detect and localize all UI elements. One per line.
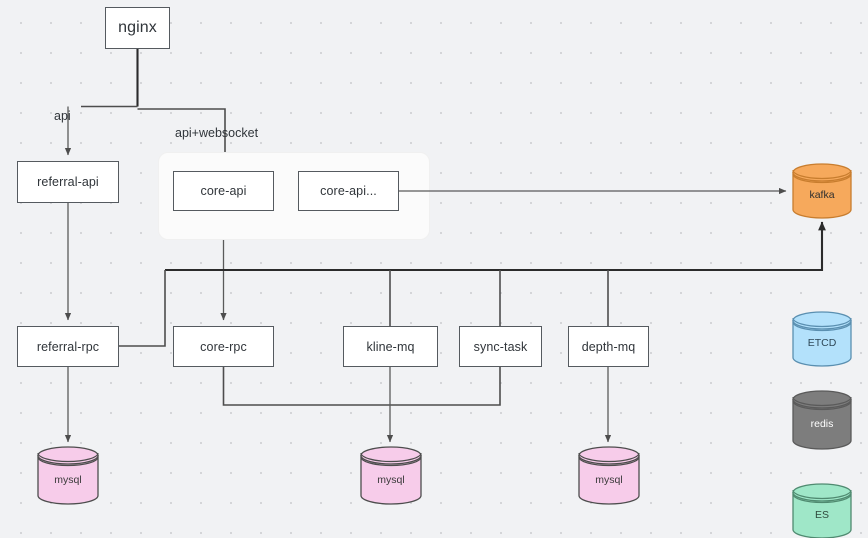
node-label: core-api — [200, 184, 247, 198]
node-referral-rpc[interactable]: referral-rpc — [17, 326, 119, 367]
node-depth-mq[interactable]: depth-mq — [568, 326, 649, 367]
datastore-mysql-2[interactable] — [360, 446, 422, 505]
node-label: nginx — [118, 19, 157, 36]
edge-split-bar-right — [137, 108, 226, 152]
edge-referral-rpc-to-bus — [119, 270, 166, 347]
node-core-api[interactable]: core-api — [173, 171, 274, 211]
node-label: sync-task — [473, 339, 528, 354]
node-referral-api[interactable]: referral-api — [17, 161, 119, 203]
datastore-mysql-3[interactable] — [578, 446, 640, 505]
node-label: referral-api — [37, 175, 99, 189]
node-sync-task[interactable]: sync-task — [459, 326, 542, 367]
label-api-websocket: api+websocket — [175, 126, 259, 140]
node-kline-mq[interactable]: kline-mq — [343, 326, 438, 367]
datastore-mysql-1[interactable] — [37, 446, 99, 505]
datastore-redis[interactable] — [792, 390, 852, 450]
node-label: referral-rpc — [36, 339, 100, 354]
node-nginx[interactable]: nginx — [105, 7, 170, 49]
node-core-api-2[interactable]: core-api... — [298, 171, 399, 211]
label-api: api — [54, 109, 71, 123]
node-label: depth-mq — [581, 339, 636, 354]
node-label: core-rpc — [200, 339, 247, 354]
edge-service-bus — [165, 221, 826, 272]
edge-core-rpc-to-join-bar — [222, 367, 501, 406]
datastore-kafka[interactable] — [792, 163, 852, 219]
node-label: kline-mq — [366, 339, 415, 354]
datastore-es[interactable] — [792, 483, 852, 538]
node-label: core-api... — [320, 184, 377, 198]
node-core-rpc[interactable]: core-rpc — [173, 326, 274, 367]
datastore-etcd[interactable] — [792, 311, 852, 367]
